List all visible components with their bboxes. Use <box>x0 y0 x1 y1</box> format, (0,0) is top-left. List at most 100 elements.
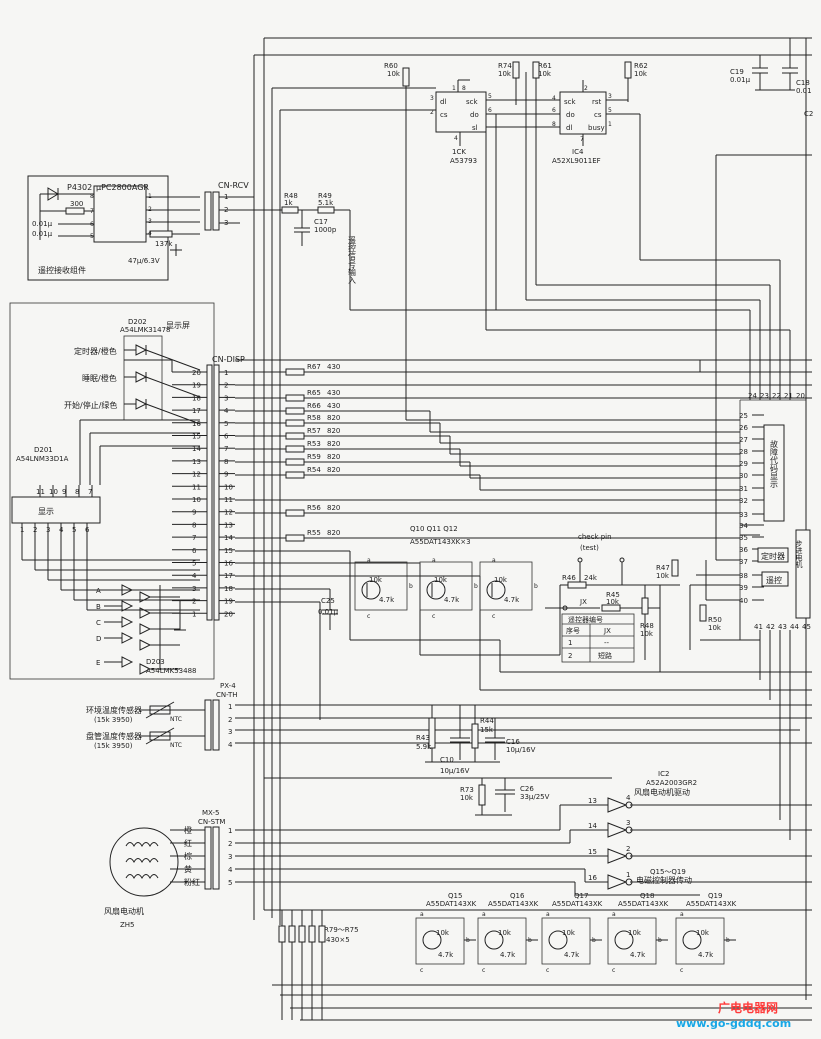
mcu-side-pin: 27 <box>739 436 748 444</box>
transistor-r1: 10k <box>628 929 642 937</box>
segment-label: E <box>96 659 100 667</box>
mcu-top-pin: 22 <box>772 392 781 400</box>
indicator-leds <box>124 344 201 425</box>
resistor-val: 430 <box>327 402 340 410</box>
mcu-side-pin: 31 <box>739 485 748 493</box>
board-pin: 13 <box>192 458 201 466</box>
fan-motor-icon <box>109 827 179 897</box>
mcu-bottom-pin: 43 <box>778 623 787 631</box>
c18-val: 0.01 <box>796 87 812 95</box>
resistor-body <box>285 368 305 376</box>
transistor-pin-a: a <box>367 557 371 564</box>
display-top-pin: 9 <box>62 488 66 496</box>
r46-val: 24k <box>584 574 598 582</box>
segment-label: A <box>96 587 101 595</box>
ic4-part: A52XL9011EF <box>552 157 601 165</box>
stepper-block-label: 步进电机 <box>795 540 803 569</box>
r49-ref: R49 <box>318 192 332 200</box>
bottom-q-ref: Q19 <box>708 892 722 900</box>
ir-led-label: P4302 <box>67 183 92 192</box>
cn-rcv-label: CN-RCV <box>218 181 249 190</box>
resistor-ref: R54 <box>307 466 321 474</box>
rx-pin-1: 1 <box>148 193 152 200</box>
r74-ref: R74 <box>498 62 512 70</box>
transistor-r2: 4.7k <box>379 596 395 604</box>
receiver-module-name: µPC2800AGR <box>96 183 149 192</box>
wiring <box>235 37 812 1021</box>
mcu-top-pin: 24 <box>748 392 757 400</box>
buffer-icon <box>607 822 628 838</box>
c16-val: 10µ/16V <box>506 746 536 754</box>
ic4-pin-2: 2 <box>584 85 588 92</box>
transistor-pin-c: c <box>420 967 423 974</box>
cap47-label: 47µ/6.3V <box>128 257 160 265</box>
resistor-val: 430 <box>327 389 340 397</box>
bottom-q-part: A55DAT143XK <box>426 900 477 908</box>
board-pin: 15 <box>192 433 201 441</box>
top-ic-section: R60 10k R74 10k R61 10k R62 10k C19 0.01… <box>384 61 813 165</box>
rx-pin-5: 5 <box>90 233 94 240</box>
mcu-top-pin: 20 <box>796 392 805 400</box>
mcu-side-pin: 38 <box>739 572 748 580</box>
r73-val: 10k <box>460 794 474 802</box>
board-pin: 14 <box>192 445 201 453</box>
buffer-icon <box>607 797 628 813</box>
cn-disp-pin: 1 <box>224 369 228 377</box>
cn-disp-pin: 18 <box>224 585 233 593</box>
cn-th-pin-2: 2 <box>228 716 232 724</box>
r60-ref: R60 <box>384 62 398 70</box>
resistor-body <box>285 458 305 466</box>
c19-val: 0.01µ <box>730 76 751 84</box>
resistor-val: 430 <box>327 363 340 371</box>
cn-rcv-connector: CN-RCV 1 2 3 R48 1k R49 5.1k C17 1000p 遥… <box>204 181 496 311</box>
bottom-section: R79～R75 430×5 Q15A55DAT143XK10k4.7kabcQ1… <box>278 892 737 1020</box>
transistor-icon <box>682 930 702 950</box>
driver-pin-out: 4 <box>626 794 631 802</box>
ic4-pin-6: 6 <box>552 107 556 114</box>
bottom-res-val: 430×5 <box>326 936 350 944</box>
r45-val: 10k <box>606 598 620 606</box>
resistor-body <box>285 432 305 440</box>
ic4-pin-7: 7 <box>580 136 584 143</box>
display-module <box>11 496 101 524</box>
resistor-body <box>285 509 305 517</box>
ic4-pin-rst: rst <box>592 98 602 106</box>
cn-disp-pin: 9 <box>224 471 228 479</box>
led-sleep-label: 睡眠/橙色 <box>82 373 117 383</box>
mcu-side-pin: 28 <box>739 448 748 456</box>
watermark-url: www.go-gddq.com <box>676 1017 791 1030</box>
transistor-block <box>479 561 533 611</box>
r48-ref: R48 <box>284 192 298 200</box>
ic4-pin-sck: sck <box>564 98 576 106</box>
resistor-body <box>285 407 305 415</box>
transistor-icon <box>486 580 506 600</box>
watermark-title: 广电电器网 <box>718 1000 778 1015</box>
r60-val: 10k <box>387 70 401 78</box>
transistor-pin-a: a <box>612 911 616 918</box>
stepper-block <box>795 529 811 619</box>
timer-block <box>757 547 789 563</box>
resistor-ref: R57 <box>307 427 321 435</box>
coil-icon <box>125 842 159 848</box>
bottom-q-part: A55DAT143XK <box>488 900 539 908</box>
transistor-block <box>419 561 473 611</box>
check-pin-label: check pin <box>578 533 612 541</box>
board-pin: 11 <box>192 483 201 491</box>
ic4-pin-cs: cs <box>594 111 602 119</box>
screen-label: 显示屏 <box>166 321 190 330</box>
rx-pin-7: 7 <box>90 208 94 215</box>
thermistor-section: PX-4 CN-TH 1 2 3 4 环境温度传感器 (15k 3950) 盘管… <box>86 682 550 806</box>
cn-disp-pin: 17 <box>224 572 233 580</box>
cn-disp-pin: 11 <box>224 496 233 504</box>
remote-block <box>761 571 789 587</box>
d202-part: A54LMK31478 <box>120 326 171 334</box>
transistor-r2: 4.7k <box>698 951 714 959</box>
r137k-label: 137k <box>155 240 173 248</box>
driver-pin-out: 3 <box>626 819 630 827</box>
eeprom-pin-1: 1 <box>452 85 456 92</box>
